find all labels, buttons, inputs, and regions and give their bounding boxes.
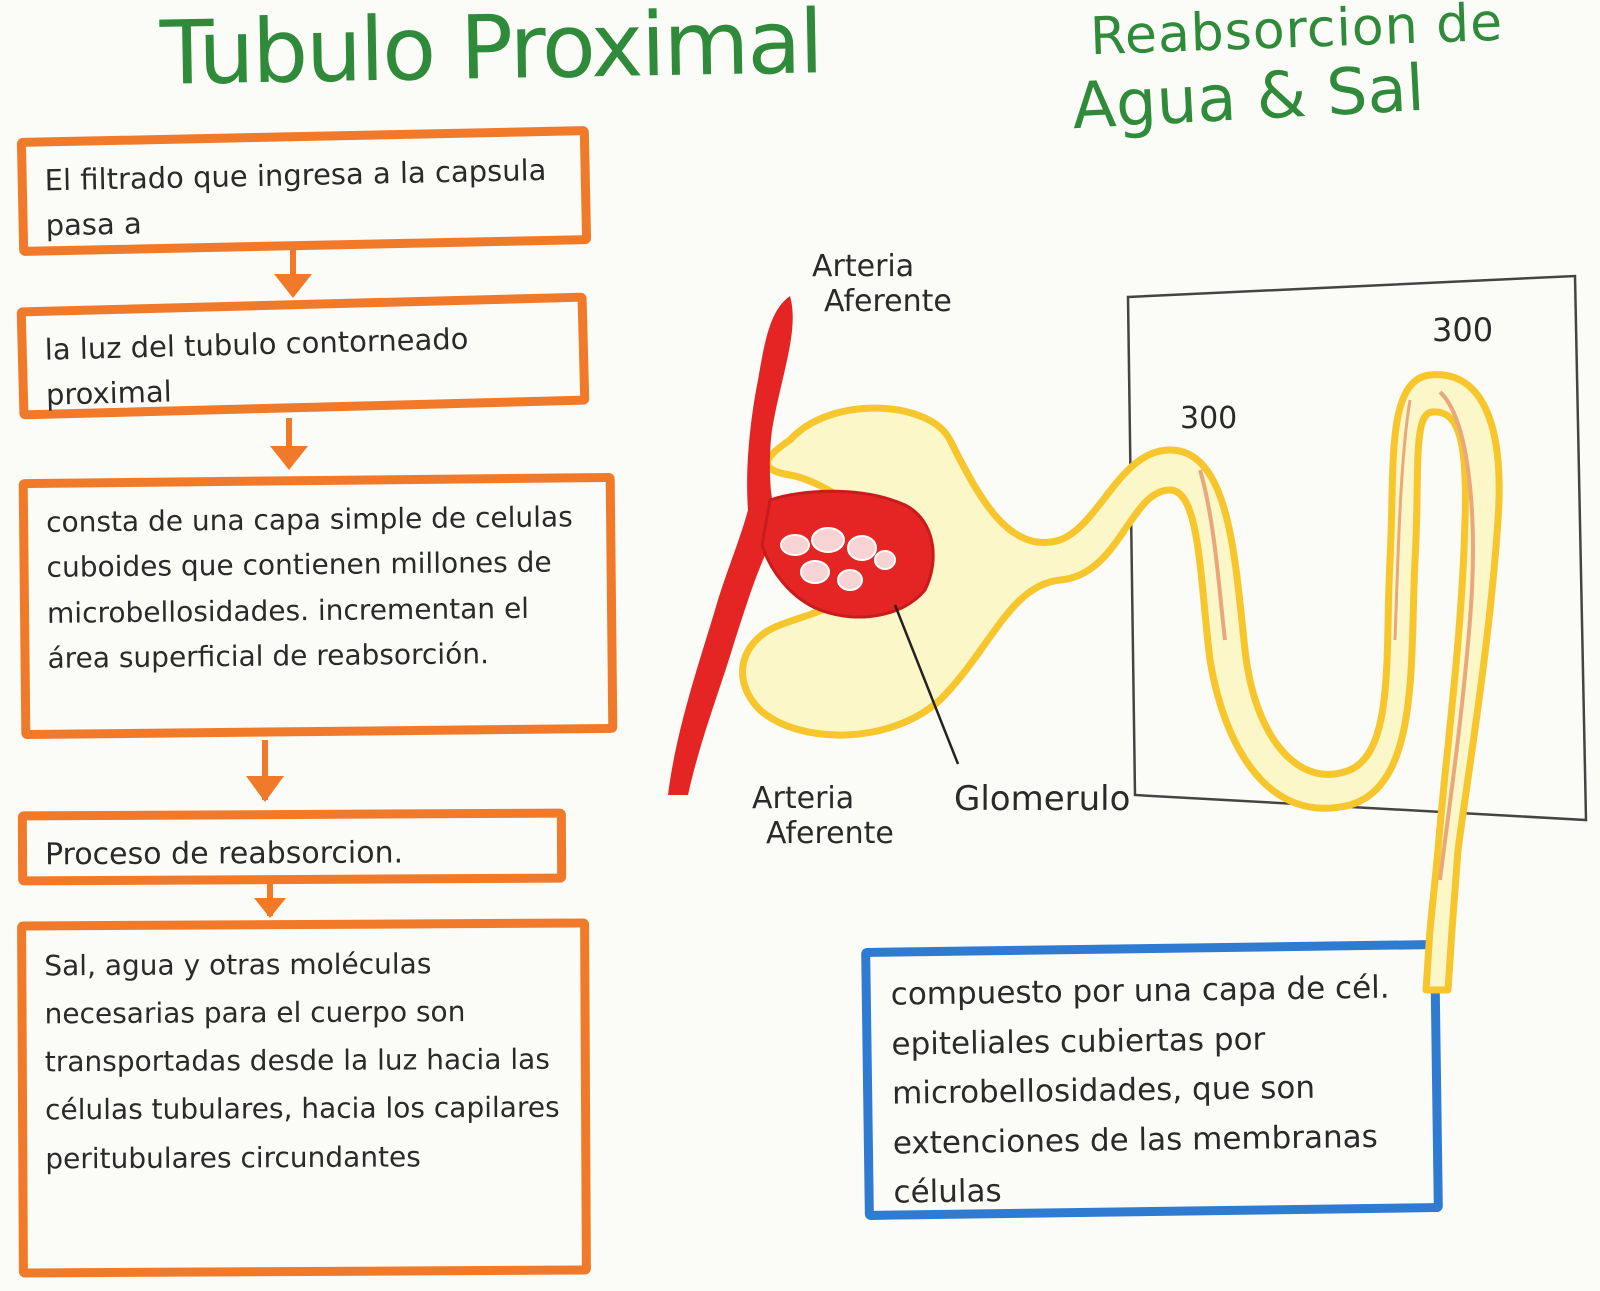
tubule-inner-line-3: [1393, 399, 1412, 641]
flow-arrow-3: [246, 740, 284, 802]
label-arteria-bottom-line2: Aferente: [766, 815, 894, 851]
label-glomerulo: Glomerulo: [954, 779, 1131, 819]
label-arteria-bottom-line1: Arteria: [752, 781, 855, 816]
label-arteria-top-line1: Arteria: [812, 249, 915, 284]
glomerulus-capillaries: [780, 527, 896, 591]
glomerulo-pointer: [893, 604, 960, 765]
flow-arrow-2: [270, 418, 308, 470]
interstitial-frame: [1126, 274, 1588, 822]
label-arteria-afferent-bottom: Arteria Aferente: [752, 781, 894, 851]
tubule-inner-line-2: [1198, 469, 1227, 641]
flow-arrow-4: [254, 880, 286, 918]
label-osmolarity-right: 300: [1432, 311, 1494, 349]
label-osmolarity-left: 300: [1180, 401, 1238, 436]
tubule-inner-line: [1438, 390, 1475, 881]
flow-arrow-1: [274, 250, 312, 298]
artery: [668, 296, 793, 795]
label-arteria-afferent-top: Arteria Aferente: [812, 249, 952, 319]
glomerulus: [760, 489, 935, 619]
label-arteria-top-line2: Aferente: [824, 283, 952, 319]
tubule-body: [739, 371, 1503, 994]
